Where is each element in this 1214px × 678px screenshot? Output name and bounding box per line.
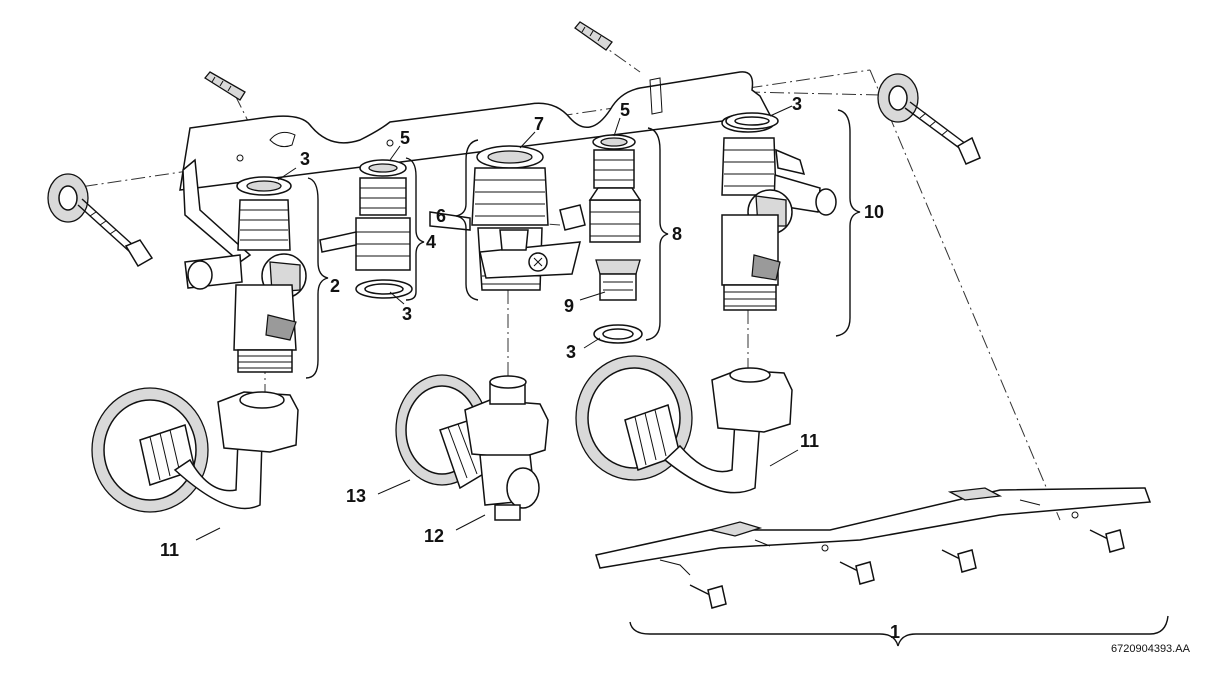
callout-3-center: 3 [566, 342, 576, 362]
callout-3-mid: 3 [402, 304, 412, 324]
wall-screw-left [47, 173, 154, 268]
gas-valve-center [471, 145, 581, 291]
callout-3-left: 3 [300, 149, 310, 169]
callout-2: 2 [330, 276, 340, 296]
callout-labels: 3 2 5 4 3 6 7 5 8 9 3 3 10 11 13 12 11 1 [160, 94, 900, 642]
callout-8: 8 [672, 224, 682, 244]
valve-assembly-right [721, 113, 837, 311]
pipe-elbow-left [91, 387, 299, 513]
wall-plug-left [204, 71, 246, 101]
callout-7: 7 [534, 114, 544, 134]
wall-screw-right [877, 73, 981, 165]
callout-11-left: 11 [160, 540, 179, 560]
connector-part-4 [319, 159, 413, 299]
mounting-rail-lower [595, 487, 1152, 576]
callout-5-right: 5 [620, 100, 630, 120]
callout-12: 12 [424, 526, 444, 546]
rail-screws [689, 529, 1125, 609]
gas-tap-lower [395, 374, 549, 521]
pipe-elbow-right [575, 355, 793, 494]
callout-4: 4 [426, 232, 436, 252]
callout-9: 9 [564, 296, 574, 316]
drawing-reference-code: 6720904393.AA [1111, 643, 1191, 655]
insert-part-9 [595, 259, 641, 301]
braces [305, 109, 1169, 647]
callout-11-right: 11 [800, 431, 819, 451]
valve-assembly-left [184, 176, 307, 373]
callout-10: 10 [864, 202, 884, 222]
callout-13: 13 [346, 486, 366, 506]
leader-lines [195, 105, 799, 541]
mounting-bracket [179, 71, 772, 263]
callout-5-left: 5 [400, 128, 410, 148]
connector-part-8 [588, 134, 642, 243]
wall-plug-center [574, 21, 613, 51]
callout-6: 6 [436, 206, 446, 226]
washer-lower-center [593, 324, 643, 344]
callout-1: 1 [890, 622, 900, 642]
callout-3-right: 3 [792, 94, 802, 114]
washer-top-right [725, 112, 779, 130]
